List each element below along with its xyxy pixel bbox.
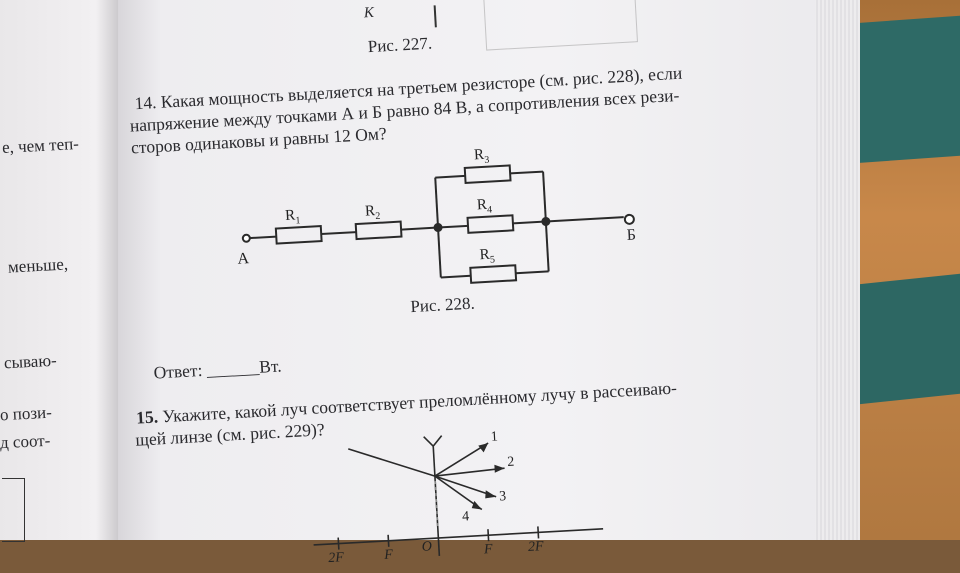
resistor-r2 <box>354 220 403 241</box>
left-line-4: о пози- <box>0 402 53 425</box>
resistor-r3 <box>463 164 512 184</box>
resistor-r1 <box>274 225 323 245</box>
ray4-label: 4 <box>462 509 470 524</box>
resistor-r4 <box>466 214 515 234</box>
k-letter: К <box>363 4 375 22</box>
task15-number: 15. <box>135 406 159 428</box>
left-page: е, чем теп- меньше, сываю- о пози- д соо… <box>0 0 120 542</box>
tick-label-2f-left: 2F <box>328 550 345 563</box>
ray1-label: 1 <box>490 430 498 445</box>
fig227-caption: Рис. 227. <box>367 33 433 57</box>
resistor-r5 <box>469 264 518 284</box>
arrow-3 <box>485 490 497 499</box>
label-r5: R5 <box>479 246 495 266</box>
optical-axis <box>313 527 604 546</box>
left-page-box <box>2 478 25 542</box>
lens-diagram: 1 2 3 4 2F F O F 2F <box>313 430 604 563</box>
left-line-5: д соот- <box>0 430 51 453</box>
node-right <box>541 217 551 227</box>
terminal-b <box>623 213 636 226</box>
answer-label: Ответ: <box>153 359 203 383</box>
tick-label-f-left: F <box>383 548 394 563</box>
fig228-caption: Рис. 228. <box>409 293 476 317</box>
left-line-2: меньше, <box>7 254 69 277</box>
tick-label-o: O <box>421 539 432 555</box>
label-r2: R2 <box>365 203 381 223</box>
ray2-label: 2 <box>507 455 515 470</box>
label-r4: R4 <box>476 197 492 217</box>
terminal-a <box>241 233 251 243</box>
page-content: К Рис. 227. 14. Какая мощность выделяетс… <box>104 0 853 563</box>
answer-row: Ответ: ______Вт. <box>153 355 282 384</box>
fig227-line <box>433 5 437 28</box>
label-a: А <box>237 250 250 268</box>
tick-label-2f-right: 2F <box>528 539 545 555</box>
arrow-1 <box>478 443 489 453</box>
circuit-diagram: А R1 R2 R3 R4 R5 <box>237 147 624 284</box>
incident-ray <box>348 448 436 477</box>
arrow-2 <box>494 464 505 473</box>
left-line-3: сываю- <box>3 350 58 373</box>
ray-1 <box>434 442 489 477</box>
label-r3: R3 <box>474 147 490 167</box>
ray3-label: 3 <box>499 489 507 504</box>
answer-unit: Вт. <box>258 355 283 377</box>
label-r1: R1 <box>285 207 301 227</box>
answer-blank: ______ <box>206 356 260 380</box>
page-edges <box>815 0 860 540</box>
label-b: Б <box>626 226 637 244</box>
ray-2 <box>434 467 505 477</box>
node-left <box>433 223 443 233</box>
arrow-4 <box>471 500 482 510</box>
task14-number: 14. <box>134 92 158 114</box>
left-line-1: е, чем теп- <box>1 134 80 157</box>
fig227-frame <box>482 0 638 51</box>
tick-label-f-right: F <box>483 542 494 558</box>
